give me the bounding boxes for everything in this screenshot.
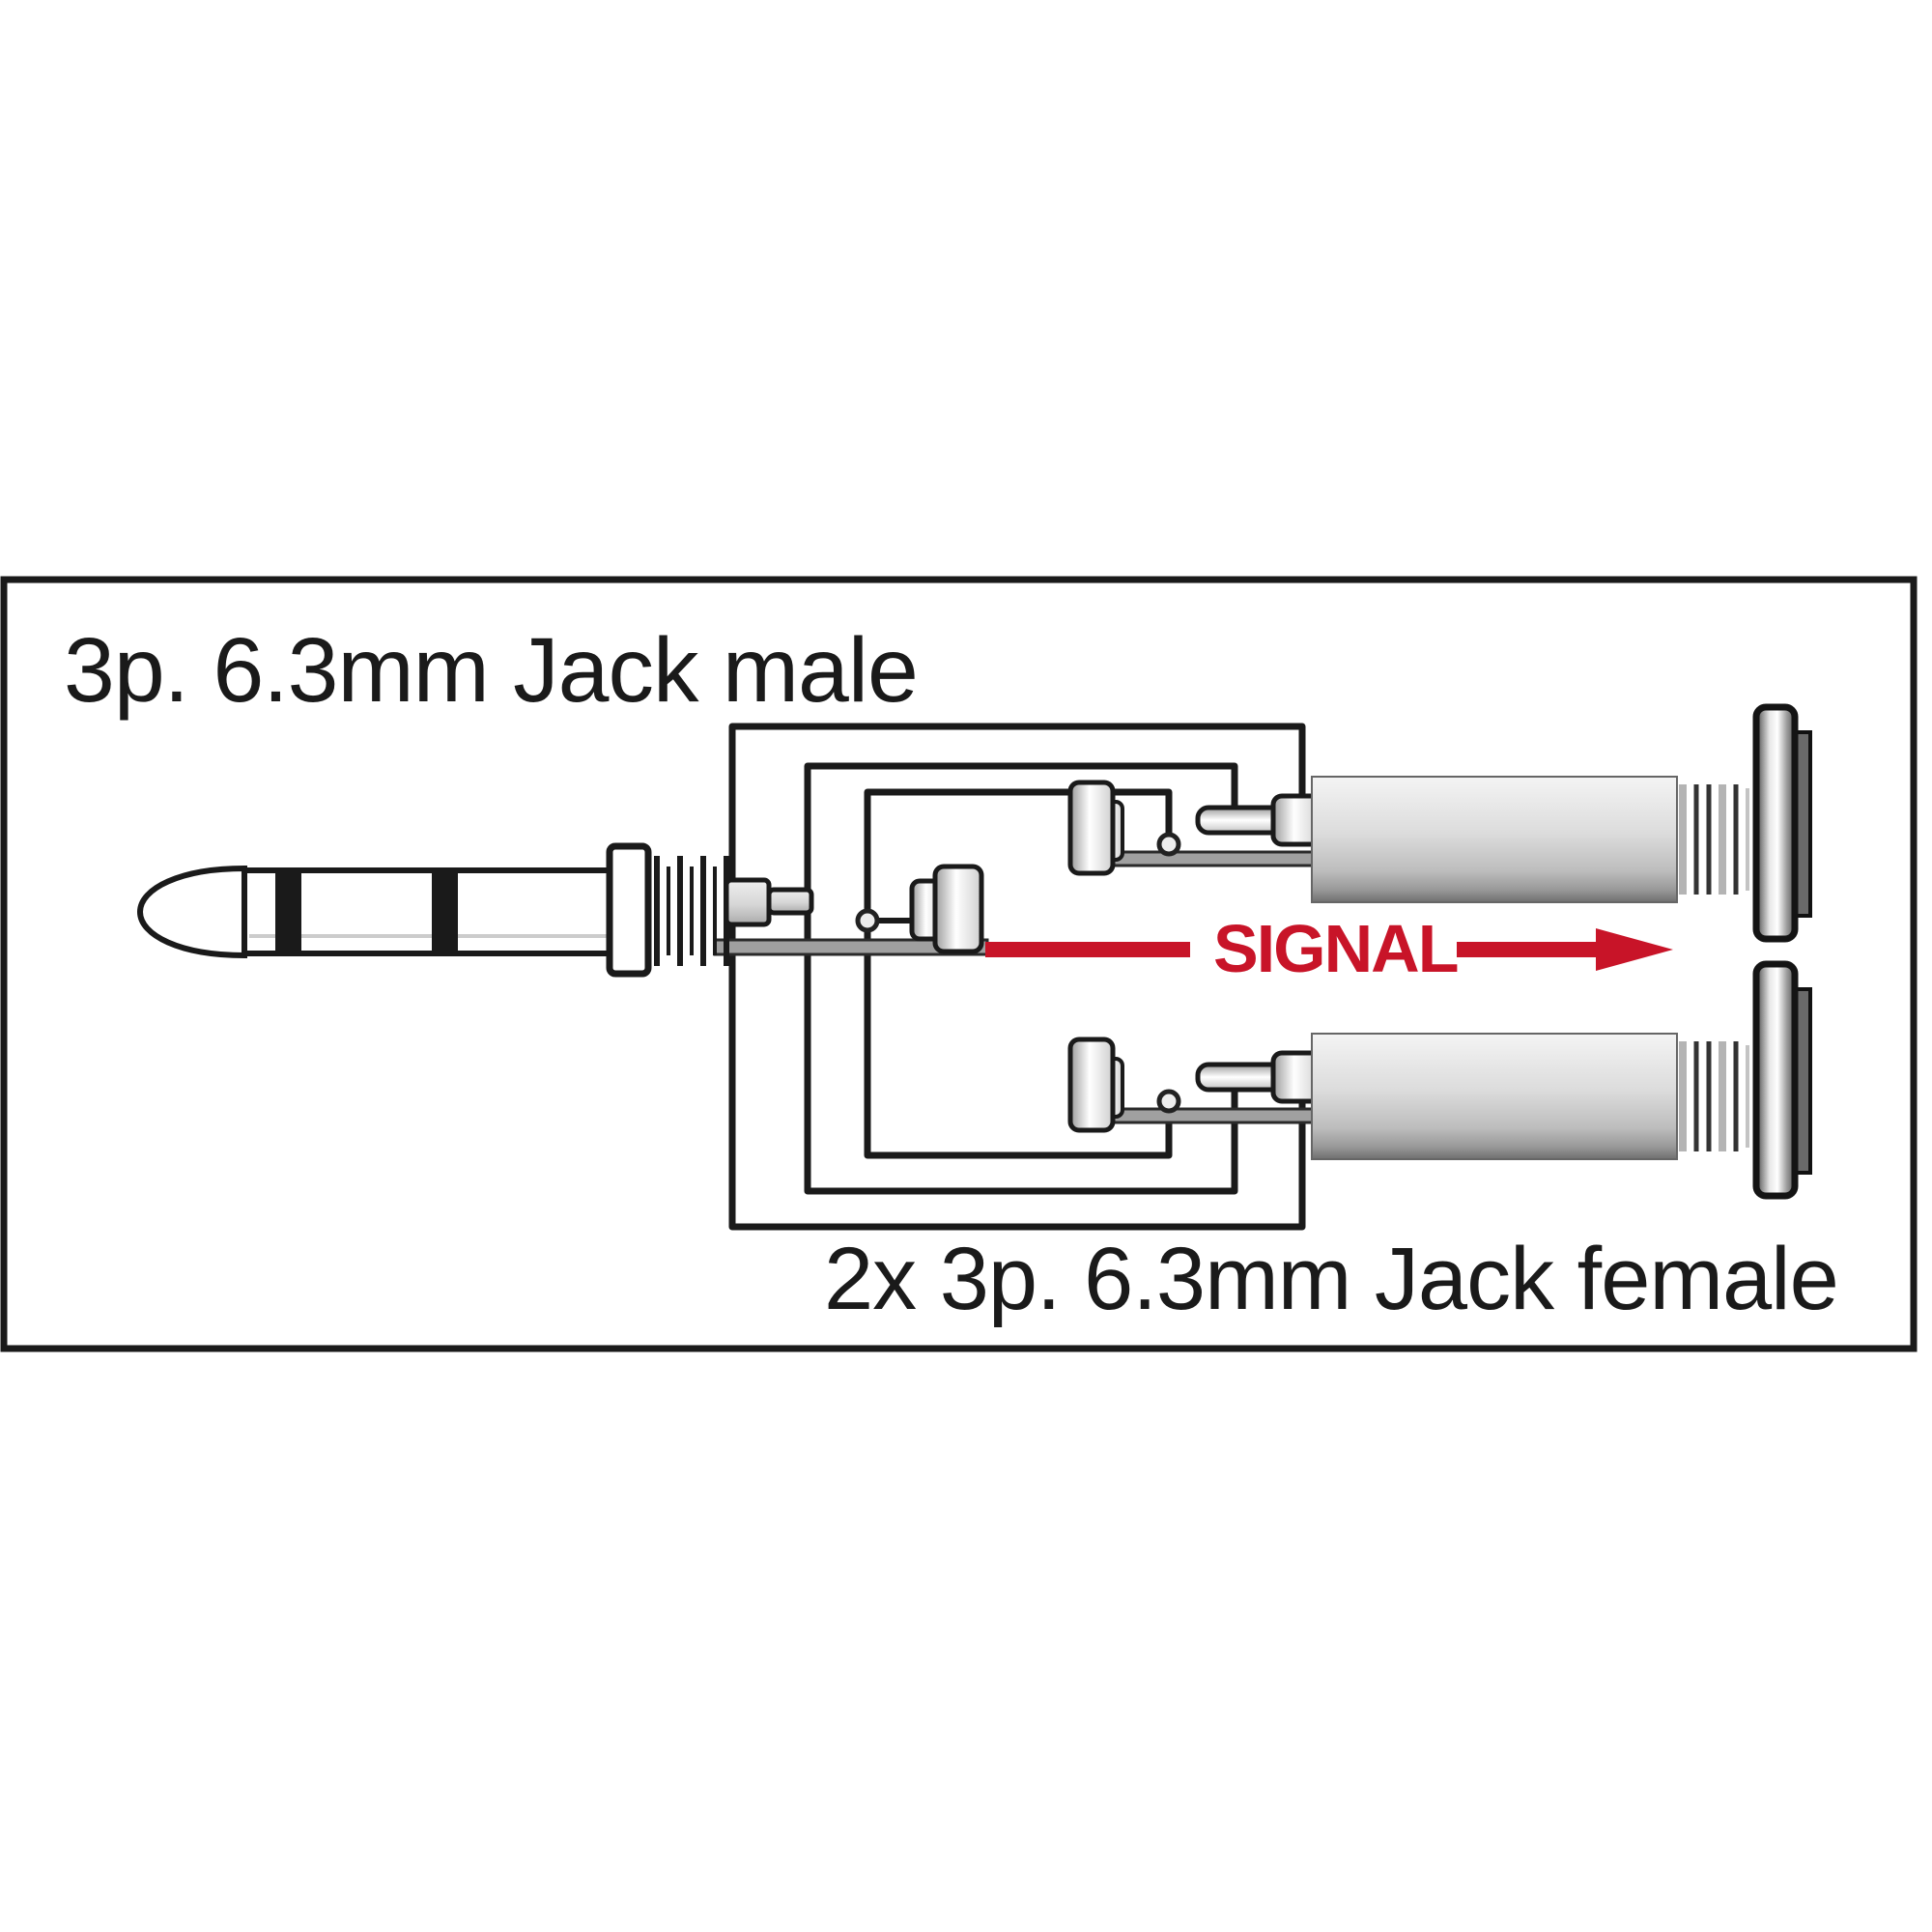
female-socket-body: [1311, 776, 1678, 903]
female-jack-icon: [1067, 703, 1812, 943]
wire-ring-loop: [804, 762, 1238, 1195]
male-jack-tip-dome: [136, 865, 247, 959]
male-jack-insulator-ring-1: [275, 870, 301, 953]
diagram-border: [0, 576, 1918, 1352]
male-jack-insulator-ring-2: [432, 870, 458, 953]
male-jack-spring: [654, 856, 729, 966]
wiring-loops: [728, 723, 1306, 1231]
wire-tip-loop: [864, 788, 1173, 1159]
wire-sleeve-loop: [728, 723, 1306, 1231]
signal-label: SIGNAL: [1213, 911, 1458, 986]
signal-dash-left: [985, 942, 1190, 957]
solder-joint-top: [1156, 832, 1181, 857]
signal-dash-right: [1457, 942, 1602, 957]
signal-arrow-icon: [1596, 928, 1673, 971]
male-contact-lug: [909, 864, 984, 954]
male-jack-label: 3p. 6.3mm Jack male: [64, 619, 918, 722]
solder-joint-bottom: [1156, 1089, 1181, 1114]
solder-joint-male: [855, 908, 880, 933]
signal-flow: SIGNAL: [985, 911, 1673, 986]
female-jack-label: 2x 3p. 6.3mm Jack female: [824, 1230, 1838, 1328]
male-jack-rod-wide: [724, 877, 772, 927]
male-lug-body: [932, 864, 984, 954]
male-jack-icon: [136, 842, 814, 978]
female-lug-body: [1067, 780, 1116, 876]
female-socket-spring: [1679, 784, 1749, 895]
male-jack-rod-narrow: [766, 887, 814, 916]
female-panel-plate: [1752, 703, 1799, 943]
male-jack-flange: [606, 842, 652, 978]
